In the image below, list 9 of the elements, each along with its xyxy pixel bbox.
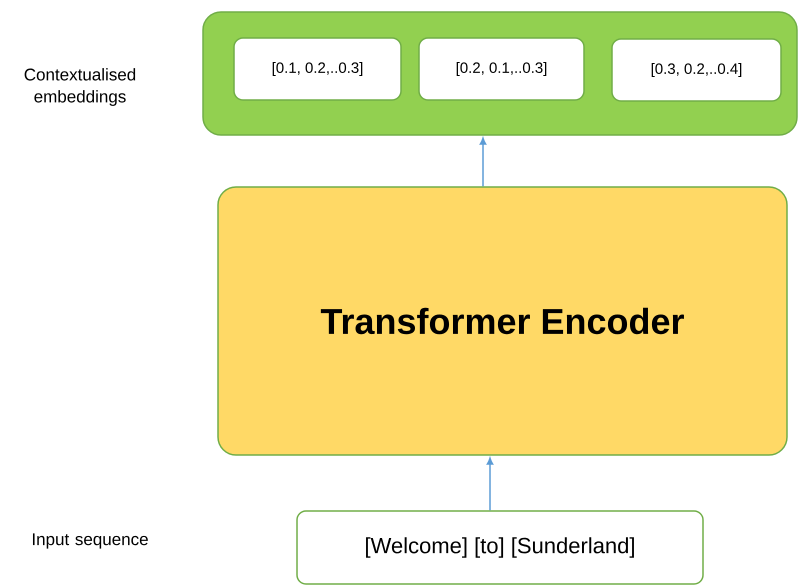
side-label: Contextualised embeddings (24, 68, 136, 106)
input-box: [Welcome] [to] [Sunderland] (296, 510, 704, 585)
embedding-box: [0.1, 0.2,..0.3] (233, 37, 402, 101)
arrow (480, 138, 486, 186)
arrow (486, 458, 494, 510)
side-label: Input sequence (32, 533, 148, 549)
embedding-box: [0.2, 0.1,..0.3] (418, 37, 585, 101)
encoder-box: Transformer Encoder (217, 186, 788, 456)
embedding-box: [0.3, 0.2,..0.4] (611, 38, 782, 102)
